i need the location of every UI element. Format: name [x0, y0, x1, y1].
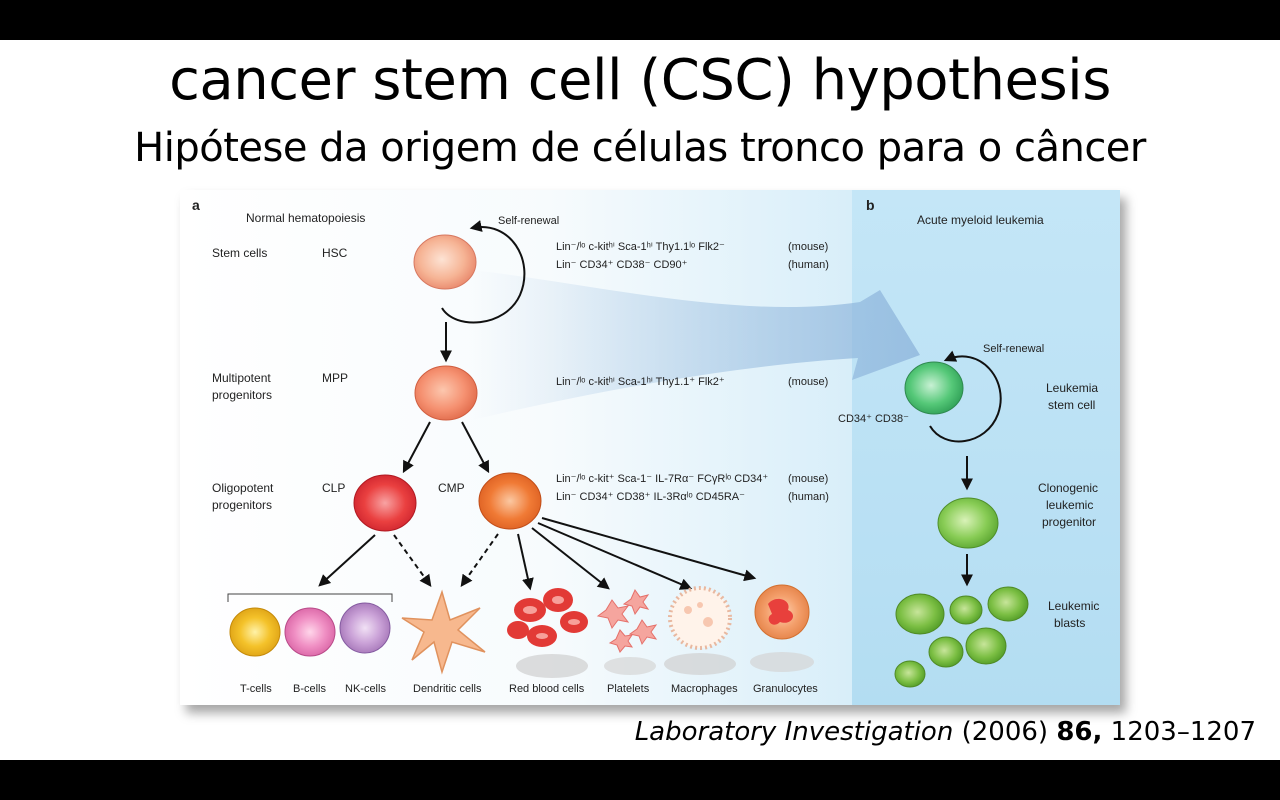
lsc-self-renewal-arrow — [929, 350, 1002, 443]
label-platelets: Platelets — [607, 683, 650, 695]
transformation-arrow-band — [472, 270, 920, 420]
marker-hsc-mouse: Lin⁻/ˡᵒ c-kitʰⁱ Sca-1ʰⁱ Thy1.1ˡᵒ Flk2⁻ — [556, 241, 725, 253]
panel-b-title: Acute myeloid leukemia — [917, 213, 1044, 227]
label-granulocytes: Granulocytes — [753, 683, 818, 695]
abbr-hsc: HSC — [322, 246, 348, 260]
hematopoiesis-figure: a Normal hematopoiesis Self-renewal Stem… — [180, 190, 1120, 705]
abbr-mpp: MPP — [322, 371, 348, 385]
arrow-cmp-to-granulocytes — [541, 517, 757, 582]
arrow-cmp-to-macrophages — [537, 522, 693, 590]
arrow-cmp-to-platelets — [531, 527, 610, 590]
lsc-marker: CD34⁺ CD38⁻ — [838, 413, 909, 425]
arrow-clp-to-dendritic — [393, 534, 432, 587]
progenitor-label-line1: Clonogenic — [1038, 481, 1098, 495]
leukemia-stem-cell — [904, 361, 964, 415]
marker-mpp-mouse: Lin⁻/ˡᵒ c-kitʰⁱ Sca-1ʰⁱ Thy1.1⁺ Flk2⁺ — [556, 376, 725, 388]
stage-stem-cells: Stem cells — [212, 246, 267, 260]
slide-subtitle: Hipótese da origem de células tronco par… — [134, 125, 1146, 171]
citation: Laboratory Investigation (2006) 86, 1203… — [635, 717, 1256, 747]
marker-cmp-human-tag: (human) — [788, 491, 829, 503]
dendritic-cell — [401, 589, 486, 675]
blasts-label-line2: blasts — [1054, 616, 1085, 630]
progenitor-label-line3: progenitor — [1042, 515, 1096, 529]
abbr-cmp: CMP — [438, 481, 465, 495]
stage-multipotent-line2: progenitors — [212, 388, 272, 402]
citation-volume: 86, — [1056, 717, 1103, 747]
hsc-self-renewal-arrow — [441, 220, 526, 324]
slide-title: cancer stem cell (CSC) hypothesis — [169, 48, 1111, 113]
b-cell — [284, 607, 336, 657]
t-cell — [229, 607, 281, 657]
red-blood-cells — [507, 588, 588, 678]
arrow-clp-to-lymphoid — [318, 534, 376, 587]
hsc-cell — [413, 234, 477, 290]
marker-cmp-human: Lin⁻ CD34⁺ CD38⁺ IL-3Rαˡᵒ CD45RA⁻ — [556, 491, 745, 503]
macrophage — [664, 586, 736, 675]
leukemic-blasts — [894, 586, 1029, 688]
hsc-self-renewal-label: Self-renewal — [498, 215, 559, 227]
mpp-cell — [414, 365, 478, 421]
slide: cancer stem cell (CSC) hypothesis Hipóte… — [0, 40, 1280, 760]
blasts-label-line1: Leukemic — [1048, 599, 1099, 613]
citation-journal: Laboratory Investigation — [634, 717, 954, 747]
lsc-label-line1: Leukemia — [1046, 381, 1098, 395]
granulocyte — [750, 584, 814, 672]
label-red-blood-cells: Red blood cells — [509, 683, 585, 695]
marker-hsc-human-tag: (human) — [788, 259, 829, 271]
label-dendritic-cells: Dendritic cells — [413, 683, 482, 695]
lsc-self-renewal-label: Self-renewal — [983, 343, 1044, 355]
lsc-label-line2: stem cell — [1048, 398, 1095, 412]
progenitor-label-line2: leukemic — [1046, 498, 1093, 512]
panel-a-letter: a — [192, 197, 200, 213]
marker-cmp-mouse: Lin⁻/ˡᵒ c-kit⁺ Sca-1⁻ IL-7Rα⁻ FCγRˡᵒ CD3… — [556, 473, 768, 485]
cmp-cell — [478, 472, 542, 530]
platelets — [596, 588, 658, 675]
arrow-mpp-to-clp — [402, 421, 431, 474]
marker-hsc-human: Lin⁻ CD34⁺ CD38⁻ CD90⁺ — [556, 259, 688, 271]
marker-cmp-mouse-tag: (mouse) — [788, 473, 828, 485]
stage-multipotent-line1: Multipotent — [212, 371, 271, 385]
panel-b-letter: b — [866, 197, 875, 213]
arrow-cmp-to-dendritic — [460, 533, 499, 587]
lymphoid-bracket — [227, 593, 393, 602]
label-b-cells: B-cells — [293, 683, 327, 695]
marker-mpp-mouse-tag: (mouse) — [788, 376, 828, 388]
arrow-mpp-to-cmp — [461, 421, 490, 474]
marker-hsc-mouse-tag: (mouse) — [788, 241, 828, 253]
citation-year: (2006) — [961, 717, 1049, 747]
label-nk-cells: NK-cells — [345, 683, 386, 695]
citation-pages: 1203–1207 — [1110, 717, 1256, 747]
clonogenic-progenitor-cell — [937, 497, 999, 549]
label-t-cells: T-cells — [240, 683, 272, 695]
arrow-cmp-to-rbc — [517, 533, 534, 591]
clp-cell — [353, 474, 417, 532]
panel-a-title: Normal hematopoiesis — [246, 211, 365, 225]
abbr-clp: CLP — [322, 481, 345, 495]
nk-cell — [339, 602, 391, 654]
label-macrophages: Macrophages — [671, 683, 738, 695]
stage-oligopotent-line1: Oligopotent — [212, 481, 274, 495]
stage-oligopotent-line2: progenitors — [212, 498, 272, 512]
